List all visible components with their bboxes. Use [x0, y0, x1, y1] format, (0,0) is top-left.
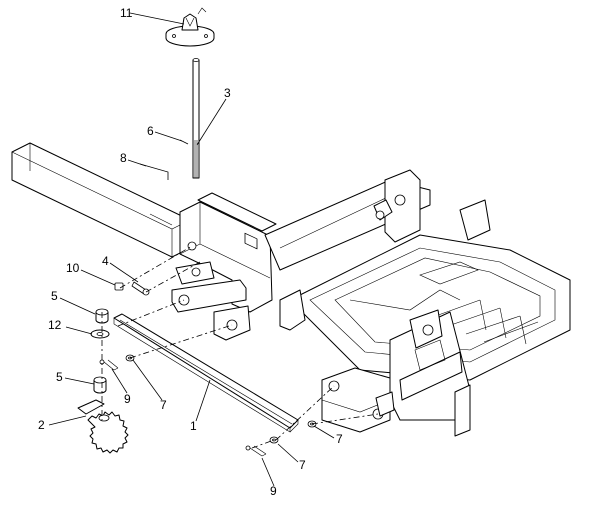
part-3-rod [192, 58, 200, 179]
callout-5-lower: 5 [56, 370, 63, 384]
callout-8: 8 [120, 151, 127, 165]
callout-11: 11 [120, 6, 133, 20]
callout-6: 6 [147, 124, 154, 138]
part-11-knob [165, 7, 215, 47]
mount-bracket [171, 192, 277, 341]
part-9-clip-lower [245, 445, 267, 457]
part-9-clip-upper [99, 359, 119, 371]
part-1-tie-bar [113, 313, 299, 433]
callout-2: 2 [38, 418, 45, 432]
part-5-bushing-lower [93, 376, 107, 394]
callout-10: 10 [66, 261, 80, 275]
callout-labels: 11 3 6 8 10 4 5 12 5 9 7 2 1 7 7 9 [38, 6, 343, 498]
callout-7-c: 7 [299, 458, 306, 472]
part-12-retainer [90, 329, 110, 339]
alignment-lines [101, 245, 379, 449]
callout-7-a: 7 [160, 398, 167, 412]
callout-3: 3 [224, 86, 231, 100]
left-frame-rail [11, 142, 191, 258]
callout-5-upper: 5 [51, 289, 58, 303]
leader-lines [48, 12, 335, 487]
callout-9-lower: 9 [270, 484, 277, 498]
part-4-bolt [131, 281, 150, 296]
callout-1: 1 [190, 419, 197, 433]
chassis-frame [264, 169, 571, 437]
callout-12: 12 [48, 318, 62, 332]
part-8-key [139, 163, 169, 180]
part-2-gear-lever [77, 399, 129, 454]
callout-4: 4 [102, 254, 109, 268]
callout-9-upper: 9 [124, 392, 131, 406]
callout-7-b: 7 [336, 432, 343, 446]
